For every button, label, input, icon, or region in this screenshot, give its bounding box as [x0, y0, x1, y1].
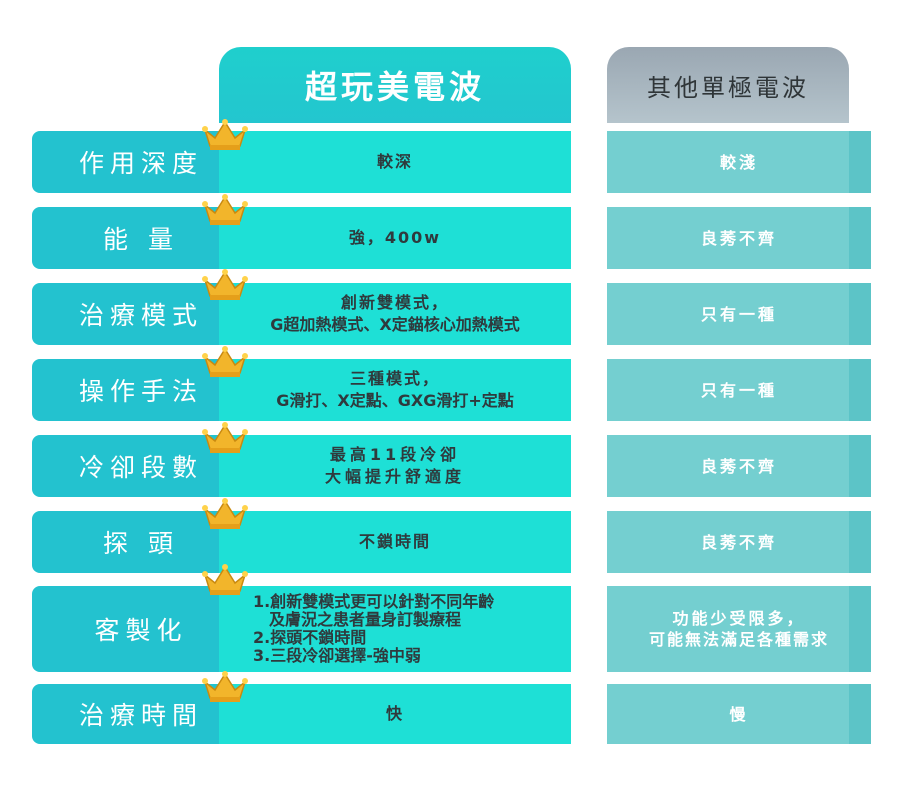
- crown-icon: [202, 119, 248, 150]
- main-value-line: 較深: [376, 152, 413, 171]
- other-value-line: 較淺: [719, 152, 758, 172]
- other-edge: [849, 586, 871, 672]
- main-value-line: 大幅提升舒適度: [324, 467, 465, 486]
- other-value-line: 慢: [729, 704, 749, 724]
- main-value: 不鎖時間: [219, 511, 571, 573]
- other-value: 只有一種: [607, 359, 871, 421]
- other-value-line: 良莠不齊: [700, 532, 777, 552]
- main-value-line: 不鎖時間: [358, 532, 431, 551]
- comparison-row: 治療時間 快 慢: [0, 684, 907, 744]
- comparison-row: 能 量 強，400w 良莠不齊: [0, 207, 907, 269]
- crown-icon: [202, 346, 248, 377]
- comparison-row: 冷卻段數 最高11段冷卻 大幅提升舒適度 良莠不齊: [0, 435, 907, 497]
- main-value-line: 2.探頭不鎖時間: [253, 628, 367, 647]
- main-value-line: 三種模式，: [349, 369, 440, 388]
- other-value: 慢: [607, 684, 871, 744]
- main-value-line: G超加熱模式、X定錨核心加熱模式: [270, 315, 520, 334]
- header-main: 超玩美電波: [219, 47, 571, 123]
- other-edge: [849, 435, 871, 497]
- other-edge: [849, 684, 871, 744]
- main-value: 創新雙模式， G超加熱模式、X定錨核心加熱模式: [219, 283, 571, 345]
- other-value: 較淺: [607, 131, 871, 193]
- other-value: 良莠不齊: [607, 511, 871, 573]
- other-value: 良莠不齊: [607, 207, 871, 269]
- comparison-row: 治療模式 創新雙模式， G超加熱模式、X定錨核心加熱模式 只有一種: [0, 283, 907, 345]
- main-value-line: 強，400w: [348, 228, 442, 247]
- other-edge: [849, 359, 871, 421]
- crown-icon: [202, 498, 248, 529]
- other-edge: [849, 131, 871, 193]
- comparison-row: 客製化 1.創新雙模式更可以針對不同年齡 及膚況之患者量身訂製療程 2.探頭不鎖…: [0, 586, 907, 672]
- other-value: 功能少受限多， 可能無法滿足各種需求: [607, 586, 871, 672]
- comparison-row: 作用深度 較深 較淺: [0, 131, 907, 193]
- other-value-line: 只有一種: [700, 380, 777, 400]
- row-label: 能 量: [32, 207, 250, 269]
- main-value-line: 快: [385, 704, 404, 723]
- main-value-line: 1.創新雙模式更可以針對不同年齡: [253, 592, 495, 611]
- crown-icon: [202, 671, 248, 702]
- header-other-title: 其他單極電波: [647, 73, 809, 102]
- main-value: 1.創新雙模式更可以針對不同年齡 及膚況之患者量身訂製療程 2.探頭不鎖時間 3…: [219, 586, 571, 672]
- other-value-line: 只有一種: [700, 304, 777, 324]
- comparison-row: 操作手法 三種模式， G滑打、X定點、GXG滑打+定點 只有一種: [0, 359, 907, 421]
- main-value-line: G滑打、X定點、GXG滑打+定點: [276, 391, 514, 410]
- other-edge: [849, 283, 871, 345]
- main-value-line: 創新雙模式，: [340, 293, 449, 312]
- main-value: 三種模式， G滑打、X定點、GXG滑打+定點: [219, 359, 571, 421]
- other-value: 只有一種: [607, 283, 871, 345]
- main-value: 快: [219, 684, 571, 744]
- main-value: 強，400w: [219, 207, 571, 269]
- other-value: 良莠不齊: [607, 435, 871, 497]
- other-value-line: 功能少受限多，: [672, 609, 806, 628]
- comparison-row: 探 頭 不鎖時間 良莠不齊: [0, 511, 907, 573]
- row-label: 治療模式: [32, 283, 250, 345]
- crown-icon: [202, 269, 248, 300]
- row-label: 客製化: [32, 586, 250, 672]
- other-edge: [849, 207, 871, 269]
- main-value-line: 最高11段冷卻: [329, 445, 461, 464]
- header-other: 其他單極電波: [607, 47, 849, 123]
- main-value-line: 3.三段冷卻選擇-強中弱: [253, 646, 421, 665]
- header-main-title: 超玩美電波: [304, 68, 485, 106]
- crown-icon: [202, 422, 248, 453]
- main-value-line: 及膚況之患者量身訂製療程: [269, 610, 462, 629]
- other-value-line: 良莠不齊: [700, 456, 777, 476]
- main-value: 較深: [219, 131, 571, 193]
- other-edge: [849, 511, 871, 573]
- crown-icon: [202, 194, 248, 225]
- main-value: 最高11段冷卻 大幅提升舒適度: [219, 435, 571, 497]
- other-value-line: 可能無法滿足各種需求: [648, 630, 829, 649]
- crown-icon: [202, 564, 248, 595]
- other-value-line: 良莠不齊: [700, 228, 777, 248]
